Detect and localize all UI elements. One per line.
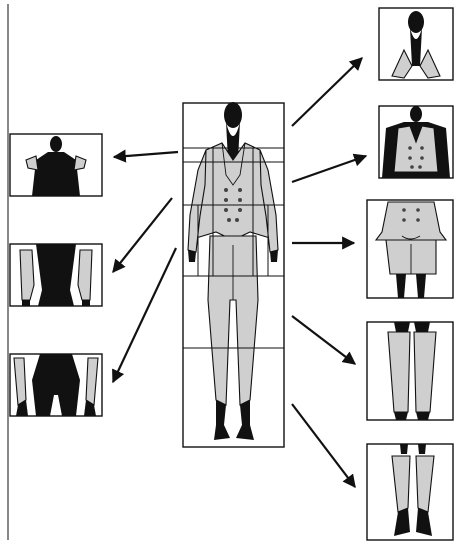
peplum-hips-panel	[367, 200, 453, 298]
arrow-to-collar	[292, 58, 362, 126]
arrow-to-trousers-lower	[292, 404, 355, 487]
arrow-to-arms-torso	[113, 198, 172, 272]
forearms-hips-panel	[10, 354, 102, 416]
arms-torso-panel	[10, 244, 102, 306]
arrow-to-trousers-upper	[292, 316, 355, 364]
trousers-lower-panel	[367, 444, 453, 540]
collar-panel	[379, 8, 453, 80]
arrow-to-shoulders	[114, 152, 178, 157]
arrow-to-forearms-hips	[113, 248, 176, 382]
shoulders-panel	[10, 134, 102, 196]
trousers-upper-panel	[367, 322, 453, 420]
full-figure	[183, 102, 284, 447]
left-hand	[188, 250, 196, 262]
right-hand	[270, 250, 278, 262]
arrow-to-jacket	[292, 156, 366, 182]
jacket-panel	[379, 106, 453, 178]
head	[224, 102, 242, 128]
